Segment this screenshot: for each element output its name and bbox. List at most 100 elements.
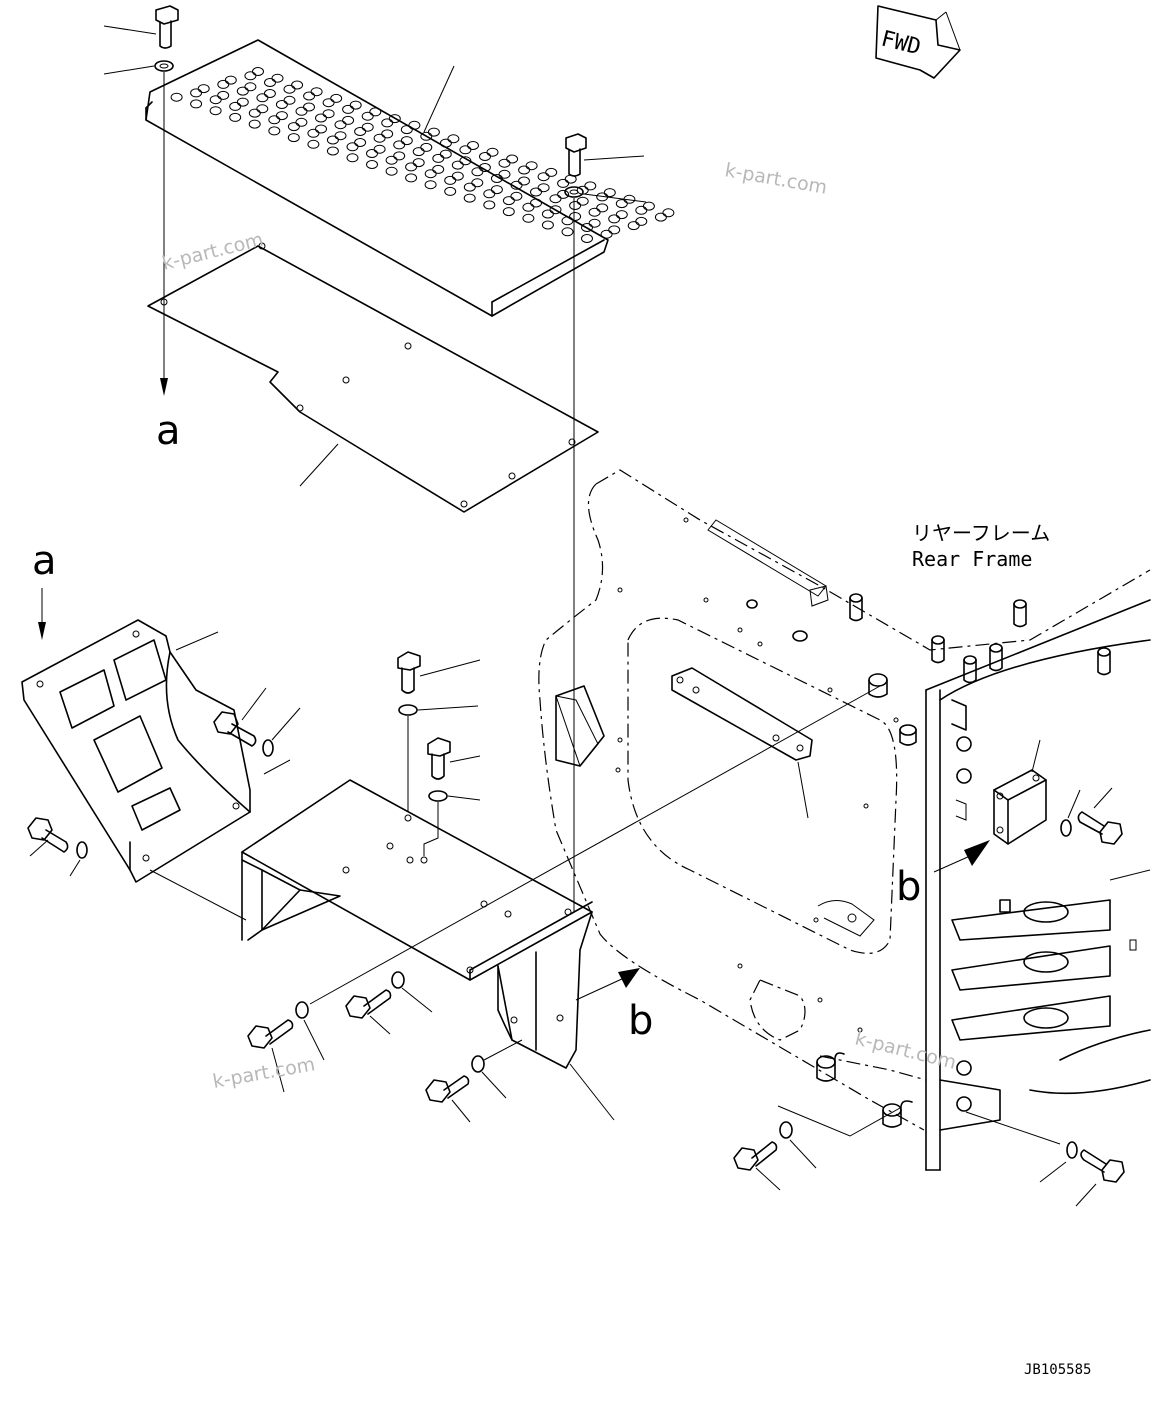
leader-side-bracket xyxy=(175,631,219,651)
bolt-lower-center xyxy=(425,1075,471,1123)
plate-hole xyxy=(275,100,288,109)
washer-platform-b xyxy=(428,790,481,802)
frame-post-body xyxy=(1013,603,1027,628)
plate-hole xyxy=(373,144,386,154)
plate-hole xyxy=(581,223,593,232)
plate-hole xyxy=(307,128,320,138)
side-bracket xyxy=(21,619,251,883)
plate-hole xyxy=(615,210,628,220)
plate-hole xyxy=(486,147,499,157)
plate-hole xyxy=(170,92,183,102)
plate-hole xyxy=(549,205,562,215)
leader-cover-plate xyxy=(299,443,339,487)
watermark-4: k-part.com xyxy=(853,1028,959,1074)
plate-hole xyxy=(354,138,367,147)
washer-platform-a xyxy=(398,704,479,716)
align-line-center xyxy=(483,1039,523,1061)
leader-step-plate xyxy=(423,65,455,133)
plate-hole xyxy=(361,111,374,121)
plate-hole xyxy=(615,199,628,209)
plate-hole xyxy=(209,106,222,116)
plate-hole xyxy=(334,120,347,130)
washer-side-lower xyxy=(69,841,88,877)
rear-frame xyxy=(538,469,1151,1171)
plate-hole xyxy=(366,160,378,169)
plate-hole xyxy=(405,173,418,183)
plate-hole xyxy=(581,234,593,243)
frame-post xyxy=(1097,647,1111,657)
align-line-bracket xyxy=(149,869,247,921)
bolt-lower-right-a xyxy=(733,1141,781,1191)
plate-hole xyxy=(502,207,515,217)
arrow-a-side xyxy=(38,622,46,640)
plate-hole xyxy=(522,202,535,212)
plate-hole xyxy=(252,67,264,76)
washer-top-left xyxy=(103,60,174,75)
plate-hole xyxy=(444,175,457,185)
washer-lower-center xyxy=(471,1055,507,1099)
plate-hole xyxy=(444,186,457,196)
plate-hole xyxy=(467,141,479,150)
plate-hole xyxy=(549,194,562,204)
washer-lower-left xyxy=(295,1001,325,1061)
plate-hole xyxy=(400,136,413,146)
plate-hole xyxy=(432,164,445,174)
bolt-platform-a xyxy=(397,651,481,694)
align-line-bolt xyxy=(263,759,291,775)
plate-hole xyxy=(483,200,496,210)
plate-hole xyxy=(498,169,511,179)
washer-frame-block xyxy=(1060,789,1081,837)
plate-hole xyxy=(342,115,355,125)
plate-hole xyxy=(576,196,589,206)
plate-hole xyxy=(307,139,320,149)
marker-a-top: a xyxy=(156,408,181,454)
plate-hole xyxy=(627,221,640,231)
plate-hole xyxy=(256,93,269,103)
plate-hole xyxy=(569,201,582,210)
washer-lower-mid xyxy=(391,971,433,1013)
plate-hole xyxy=(217,79,230,89)
plate-hole xyxy=(459,156,472,166)
fwd-text: FWD xyxy=(879,27,924,61)
marker-a-side: a xyxy=(32,538,57,584)
plate-hole xyxy=(248,108,261,118)
plate-hole xyxy=(412,147,425,157)
plate-hole xyxy=(424,180,437,190)
frame-post-body xyxy=(1097,651,1111,676)
watermark-3: k-part.com xyxy=(211,1053,317,1093)
plate-hole xyxy=(439,149,452,159)
arrow-b-right xyxy=(964,840,990,866)
plate-hole xyxy=(197,84,210,94)
plate-hole xyxy=(381,118,394,128)
plate-hole xyxy=(479,152,491,161)
drawing-code: JB105585 xyxy=(1024,1362,1091,1378)
fwd-badge: FWD xyxy=(875,5,961,79)
plate-hole xyxy=(229,101,242,111)
plate-hole xyxy=(283,84,296,94)
plate-hole xyxy=(373,133,386,143)
marker-b-lower: b xyxy=(628,998,653,1044)
plate-hole xyxy=(346,153,359,163)
watermark-2: k-part.com xyxy=(160,228,266,274)
plate-hole xyxy=(346,142,359,152)
plate-hole xyxy=(588,207,601,217)
plate-hole xyxy=(569,212,582,221)
frame-post-body xyxy=(989,647,1003,672)
plate-hole xyxy=(388,114,401,124)
plate-hole xyxy=(322,98,335,108)
frame-post xyxy=(989,643,1003,653)
plate-hole xyxy=(303,102,315,112)
plate-hole xyxy=(498,158,511,168)
plate-hole xyxy=(295,117,308,127)
align-line-platform-b xyxy=(423,802,439,856)
plate-hole xyxy=(244,82,257,92)
plate-hole xyxy=(408,120,421,130)
plate-hole xyxy=(557,178,570,188)
plate-hole xyxy=(349,100,362,110)
plate-hole xyxy=(588,218,601,228)
plate-hole xyxy=(268,115,281,125)
plate-hole xyxy=(537,183,550,193)
plate-hole xyxy=(654,212,667,222)
plate-hole xyxy=(342,104,355,114)
washer-side-upper xyxy=(262,707,301,757)
